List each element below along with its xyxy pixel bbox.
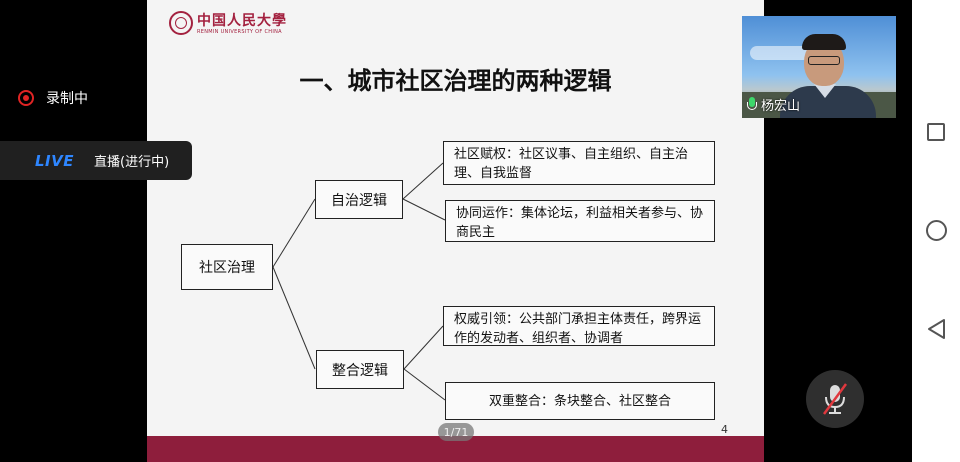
tree-connector-lines bbox=[272, 162, 446, 401]
branch-node-autonomy: 自治逻辑 bbox=[315, 180, 403, 219]
leaf-authority-guidance: 权威引领：公共部门承担主体责任，跨界运作的发动者、组织者、协调者 bbox=[443, 306, 715, 346]
record-dot-icon bbox=[18, 90, 34, 106]
connector-branch-1-leaf-1 bbox=[402, 162, 444, 200]
speaker-video-thumbnail[interactable]: 杨宏山 bbox=[742, 16, 896, 118]
connector-branch-2-leaf-2 bbox=[403, 368, 446, 401]
branch-node-integration: 整合逻辑 bbox=[316, 350, 404, 389]
leaf-community-empowerment: 社区赋权：社区议事、自主组织、自主治理、自我监督 bbox=[443, 141, 715, 185]
mic-on-icon bbox=[746, 96, 758, 113]
connector-branch-2-leaf-1 bbox=[403, 325, 444, 370]
mute-toggle-button[interactable] bbox=[806, 370, 864, 428]
live-status-label: 直播(进行中) bbox=[94, 155, 170, 170]
presentation-slide: 中国人民大學 RENMIN UNIVERSITY OF CHINA 一、城市社区… bbox=[147, 0, 764, 462]
university-logo: 中国人民大學 RENMIN UNIVERSITY OF CHINA bbox=[169, 8, 309, 40]
recording-label: 录制中 bbox=[46, 91, 88, 107]
leaf-collaborative-operation: 协同运作：集体论坛，利益相关者参与、协商民主 bbox=[445, 200, 715, 242]
recent-apps-icon[interactable] bbox=[927, 123, 945, 141]
logo-english-name: RENMIN UNIVERSITY OF CHINA bbox=[197, 29, 282, 35]
home-icon[interactable] bbox=[926, 220, 947, 241]
slide-title: 一、城市社区治理的两种逻辑 bbox=[299, 66, 612, 95]
glasses bbox=[808, 56, 840, 65]
back-icon[interactable] bbox=[927, 318, 946, 340]
connector-branch-1-leaf-2 bbox=[402, 198, 446, 221]
tree-root-node: 社区治理 bbox=[181, 244, 273, 290]
connector-root-to-branch-1 bbox=[272, 198, 316, 268]
slide-page-number: 4 bbox=[721, 423, 728, 436]
speaker-name: 杨宏山 bbox=[761, 99, 801, 114]
logo-chinese-name: 中国人民大學 bbox=[197, 13, 287, 29]
android-navigation-bar bbox=[912, 0, 960, 462]
connector-root-to-branch-2 bbox=[272, 266, 316, 370]
leaf-dual-integration: 双重整合：条块整合、社区整合 bbox=[445, 382, 715, 420]
page-indicator: 1/71 bbox=[438, 423, 474, 441]
university-seal-icon bbox=[169, 11, 193, 35]
recording-status: 录制中 bbox=[18, 88, 88, 108]
speaker-name-tag: 杨宏山 bbox=[746, 95, 800, 114]
live-badge: LIVE bbox=[35, 151, 74, 170]
mic-muted-icon bbox=[822, 383, 848, 415]
live-status-pill[interactable]: LIVE 直播(进行中) bbox=[0, 141, 192, 180]
